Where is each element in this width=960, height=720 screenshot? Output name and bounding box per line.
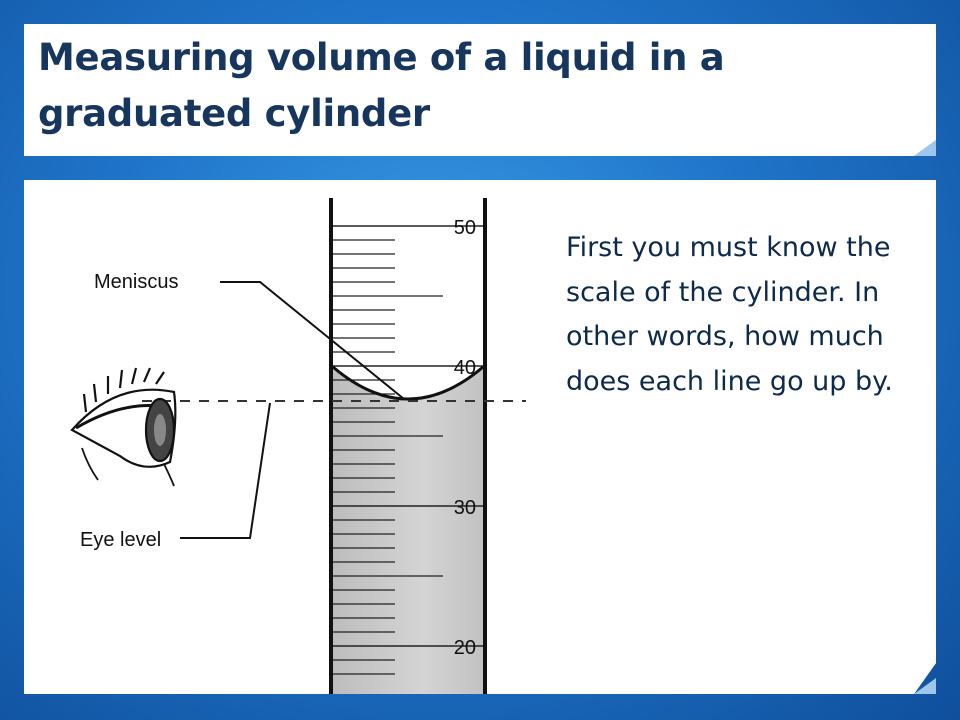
meniscus-curve (332, 365, 484, 401)
slide-body-text: First you must know the scale of the cyl… (566, 232, 893, 397)
scale-label-20: 20 (454, 637, 476, 659)
meniscus-label: Meniscus (94, 271, 178, 293)
graduation-ticks (333, 225, 483, 675)
slide-title: Measuring volume of a liquid in a gradua… (38, 36, 725, 135)
scale-label-40: 40 (454, 357, 476, 379)
liquid-fill (333, 367, 483, 694)
eye-level-leader-line (180, 402, 271, 539)
title-panel: Measuring volume of a liquid in a gradua… (24, 24, 936, 156)
eye-icon (70, 367, 177, 487)
eye-level-label: Eye level (80, 529, 161, 551)
meniscus-leader-line (220, 281, 405, 400)
scale-labels: 50 40 30 20 (454, 217, 476, 659)
scale-label-30: 30 (454, 497, 476, 519)
graduated-cylinder-diagram: 50 40 30 20 Meniscus Eye level (70, 198, 526, 694)
scale-label-50: 50 (454, 217, 476, 239)
